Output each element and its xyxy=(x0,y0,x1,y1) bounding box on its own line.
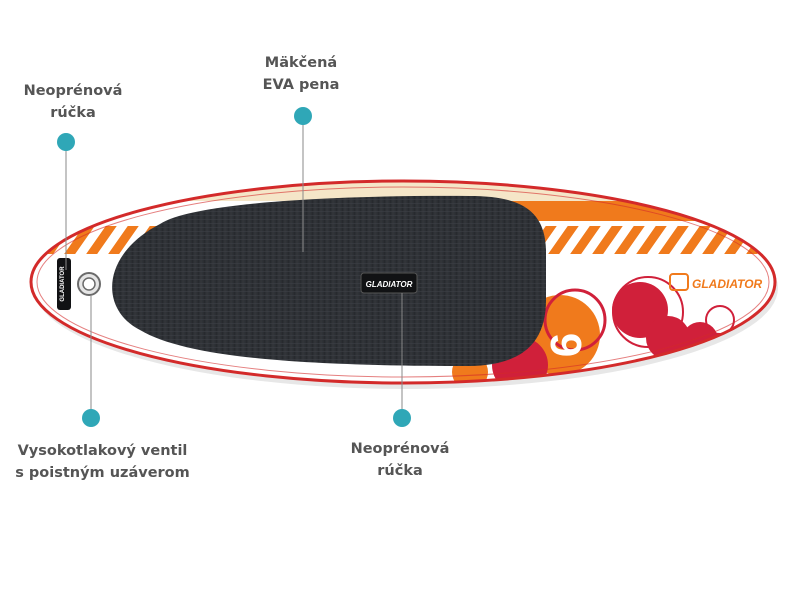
callout-text: EVA pena xyxy=(262,77,340,93)
center-handle: GLADIATOR xyxy=(360,272,418,294)
brand-logo-text: GLADIATOR xyxy=(692,277,763,291)
tail-handle-brand: GLADIATOR xyxy=(60,266,66,302)
marker-handle-left xyxy=(57,133,75,151)
callout-text: Neoprénová xyxy=(23,83,123,99)
board-outline xyxy=(29,179,777,385)
callout-label-eva-pad: Mäkčená EVA pena xyxy=(236,52,366,96)
eva-deck-pad xyxy=(112,195,546,366)
brand-logo: GLADIATOR xyxy=(669,273,763,291)
center-handle-brand: GLADIATOR xyxy=(366,280,413,289)
marker-valve xyxy=(82,409,100,427)
marker-eva xyxy=(294,107,312,125)
callout-leaders xyxy=(65,124,403,410)
callout-text: s poistným uzáverom xyxy=(15,465,190,481)
marker-handle-center xyxy=(393,409,411,427)
callout-text: Vysokotlakový ventil xyxy=(17,443,188,459)
nose-number: 6 xyxy=(542,333,591,357)
callout-label-valve: Vysokotlakový ventil s poistným uzáverom xyxy=(0,440,205,484)
callout-text: rúčka xyxy=(50,105,96,121)
callout-text: Mäkčená xyxy=(264,55,338,71)
callout-text: Neoprénová xyxy=(350,441,450,457)
callout-label-handle-left: Neoprénová rúčka xyxy=(8,80,138,124)
tail-handle: GLADIATOR xyxy=(57,258,71,310)
callout-text: rúčka xyxy=(377,463,423,479)
valve xyxy=(77,272,101,296)
callout-markers xyxy=(57,107,411,427)
callout-label-handle-center: Neoprénová rúčka xyxy=(335,438,465,482)
